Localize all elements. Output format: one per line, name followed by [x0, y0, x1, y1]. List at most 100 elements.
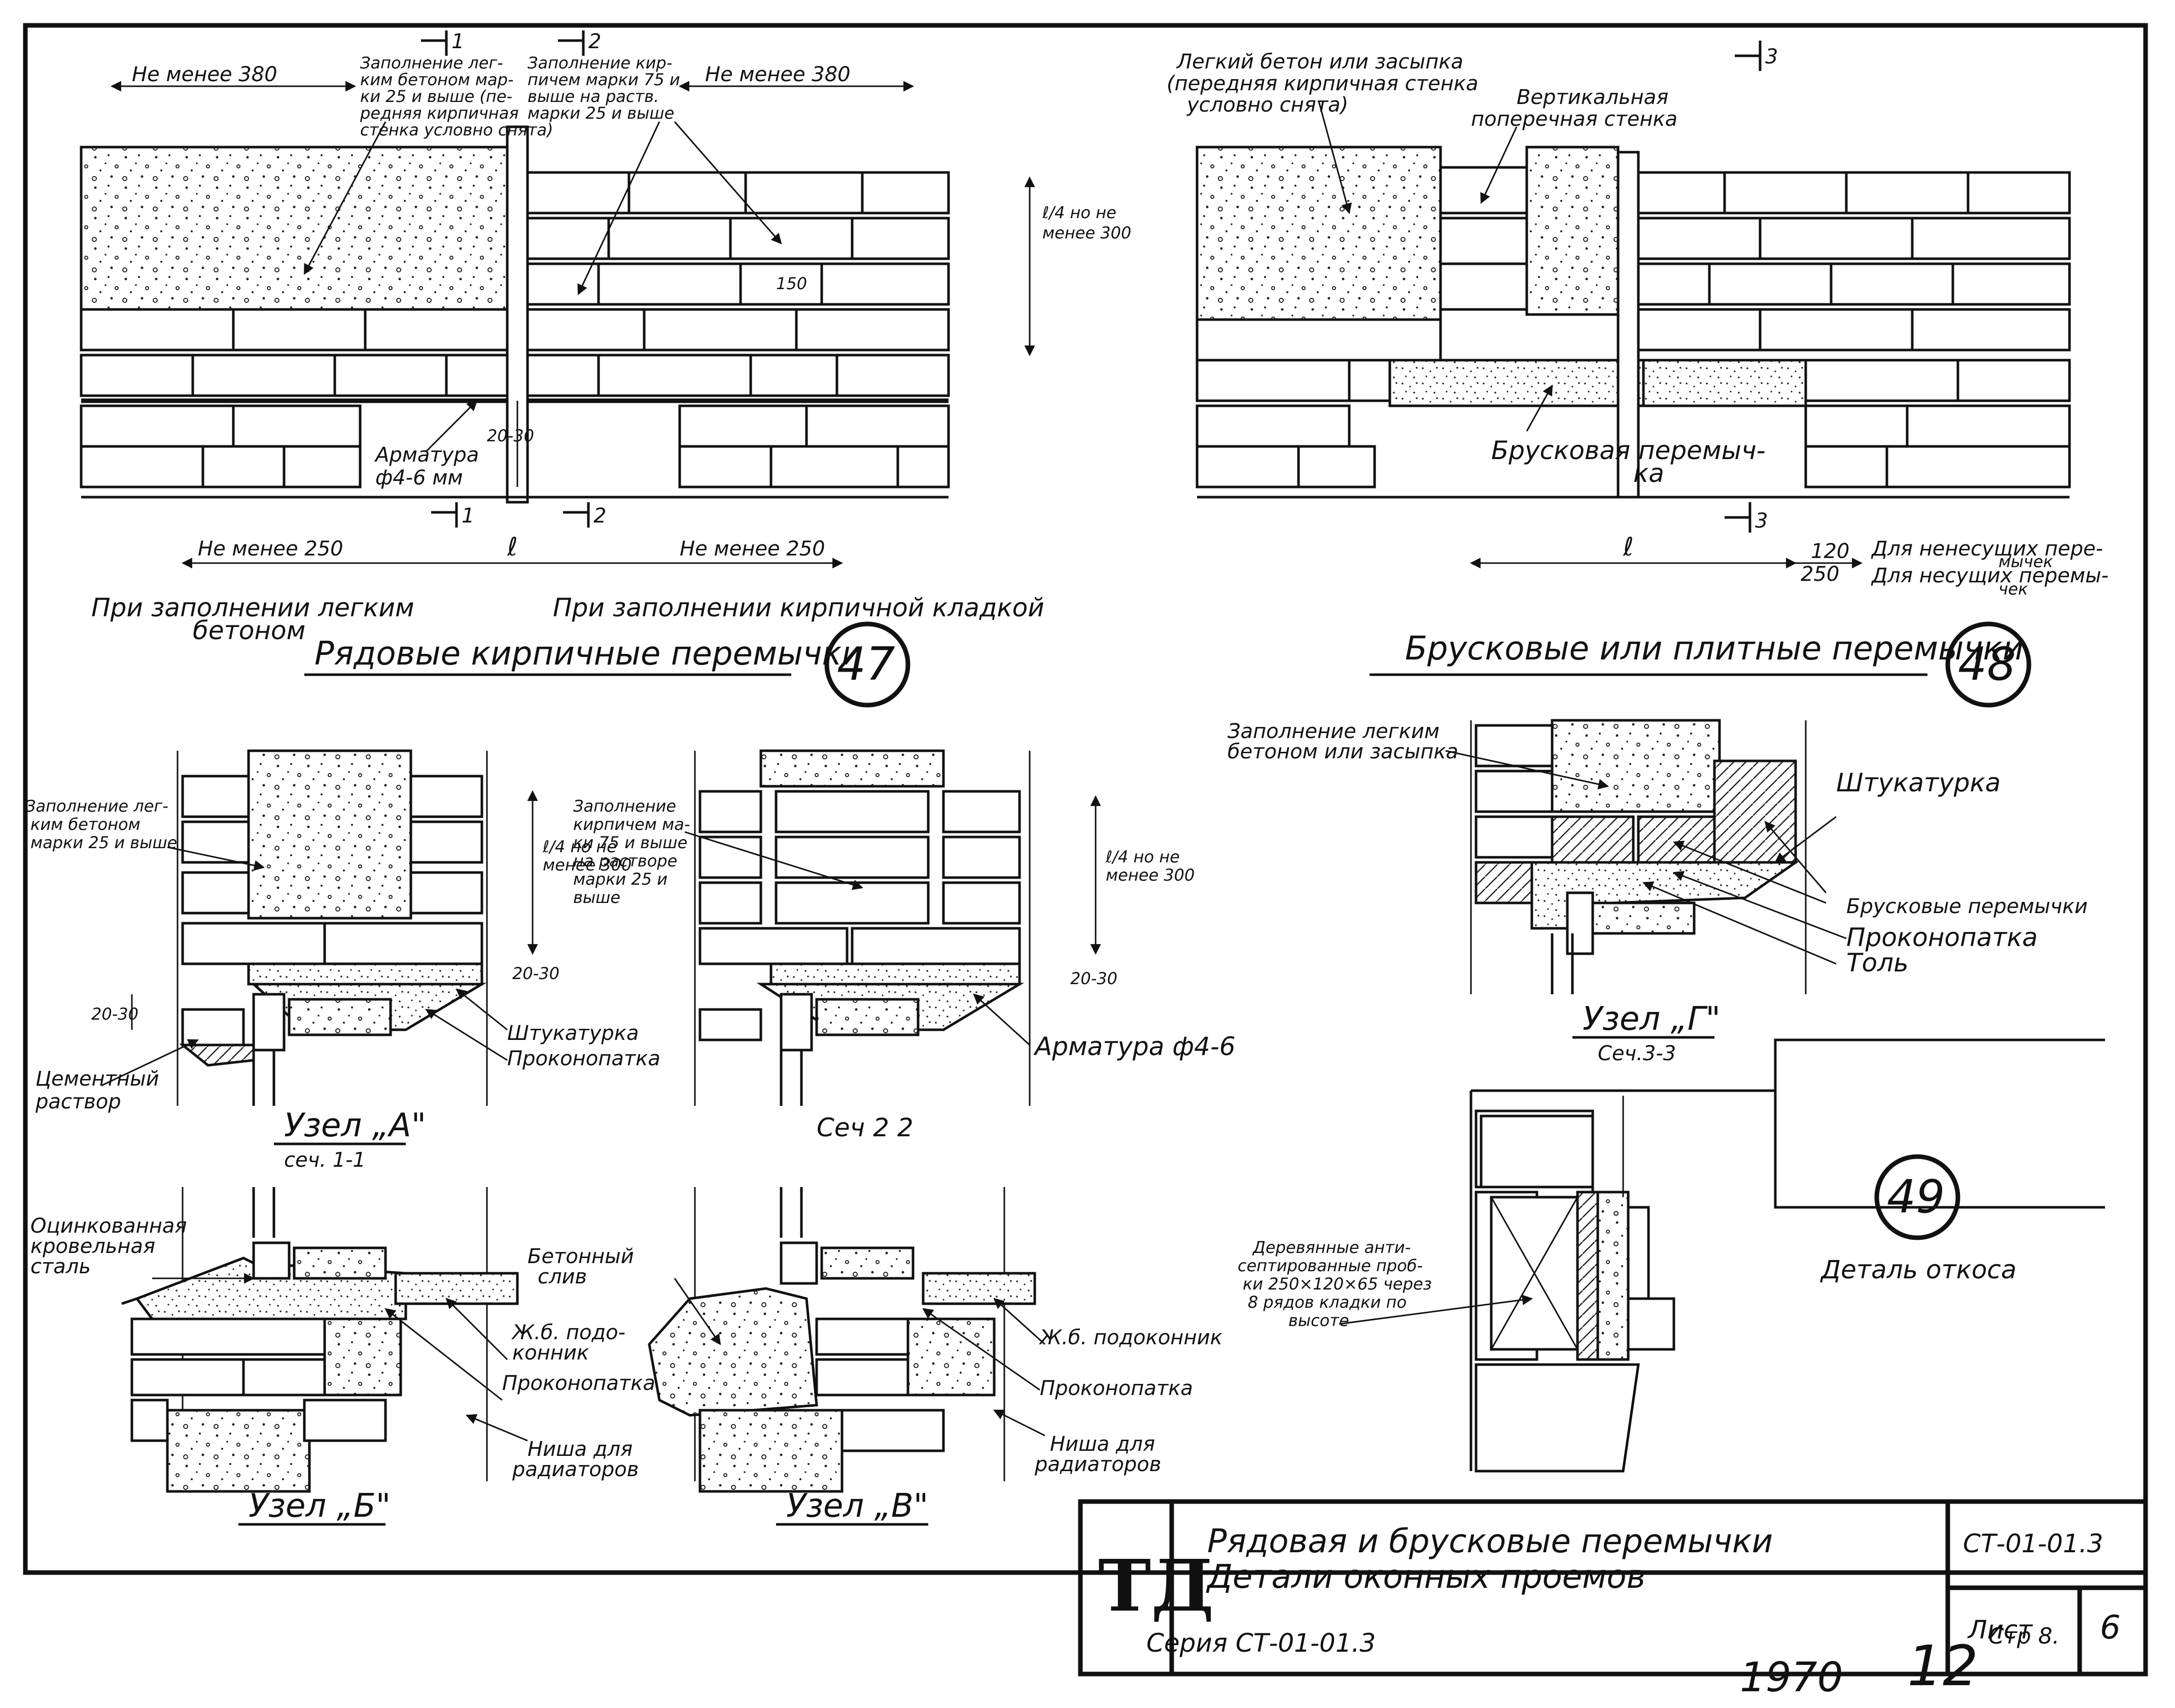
sheet-code: СТ-01-01.3 — [1963, 1529, 2103, 1558]
beam-lintel-48 — [1388, 359, 1645, 407]
node-v-sill: Ж.б. подоконник — [1038, 1326, 1222, 1349]
sec22-fill-6: выше — [573, 888, 620, 907]
title-48: Брусковые или плитные перемычки — [1405, 630, 2024, 668]
span-label-48: ℓ — [1623, 532, 1634, 562]
cut-2-top: 2 — [588, 30, 601, 53]
badge-47-number: 47 — [837, 638, 895, 691]
dim-bottom-left: Не менее 250 — [198, 537, 343, 561]
dim-height-47-b: менее 300 — [1042, 223, 1131, 242]
light-48-3: условно снята) — [1186, 93, 1348, 117]
note-250-1: Для несущих перемы- — [1871, 564, 2109, 587]
node-v-niche-1: Ниша для — [1050, 1433, 1155, 1456]
node-v-drip-2: слив — [538, 1265, 587, 1288]
badge-49 — [1874, 1154, 1960, 1240]
note-120-2: мычек — [1998, 552, 2053, 571]
node-a-plaster: Штукатурка — [507, 1022, 639, 1045]
beam-48-1: Брусковая перемыч- — [1491, 436, 1766, 465]
caption-left-47-1: При заполнении легким — [91, 593, 414, 622]
sheet-title-2: Детали оконных проемов — [1206, 1558, 1645, 1596]
title-47: Рядовые кирпичные перемычки — [314, 635, 863, 673]
node-a-drawing — [101, 749, 538, 1106]
title-block — [1078, 1499, 2148, 1677]
node-b-caulk: Проконопатка — [502, 1372, 655, 1395]
light-48-2: (передняя кирпичная стенка — [1167, 72, 1479, 95]
section-49-drawing — [1339, 1038, 2105, 1473]
node-v-niche-2: радиаторов — [1034, 1453, 1161, 1476]
node-b-drawing — [121, 1187, 528, 1493]
node-a-cement-1: Цементный — [36, 1067, 159, 1091]
sec22-title: Сеч 2 2 — [817, 1113, 914, 1142]
badge-48 — [1945, 621, 2031, 708]
node-b-steel-2: кровельная — [30, 1235, 155, 1258]
sec22-dim-1: ℓ/4 но не — [1105, 847, 1180, 866]
cut-1-top: 1 — [451, 30, 464, 53]
sec22-dim-2: менее 300 — [1106, 865, 1195, 885]
node-b-niche-2: радиаторов — [512, 1458, 639, 1481]
plug-1: Деревянные анти- — [1252, 1238, 1411, 1257]
node-g-plaster: Штукатурка — [1836, 768, 2001, 797]
light-48-1: Легкий бетон или засыпка — [1176, 50, 1463, 74]
node-v-title: Узел „В" — [786, 1487, 928, 1525]
fill-left-47-3: ки 25 и выше (пе- — [360, 87, 512, 106]
dim-bottom-right: Не менее 250 — [680, 537, 825, 561]
fill-right-47-1: Заполнение кир- — [528, 53, 672, 73]
node-v-drip-1: Бетонный — [528, 1245, 634, 1268]
sec22-rebar: Арматура ф4-6 — [1033, 1032, 1236, 1061]
dim-120: 120 — [1811, 540, 1849, 563]
node-b-steel-3: сталь — [30, 1255, 91, 1278]
brick-courses-right — [526, 171, 950, 489]
caption-left-47-2: бетоном — [193, 616, 305, 645]
fill-right-47-4: марки 25 и выше — [528, 103, 674, 123]
beam-48-2: ка — [1633, 459, 1664, 488]
span-label-47: ℓ — [507, 532, 518, 562]
light-concrete-fill-47 — [80, 146, 519, 311]
caption-right-47: При заполнении кирпичной кладкой — [553, 593, 1044, 622]
node-a-dim-30: 20-30 — [91, 1004, 138, 1024]
node-v-drawing — [648, 1187, 1046, 1493]
dim-150: 150 — [776, 274, 807, 293]
fill-left-47-5: стенка условно снята) — [360, 120, 553, 140]
node-a-fill-2: ким бетоном — [30, 815, 141, 834]
node-g-fill-2: бетоном или засыпка — [1227, 740, 1458, 763]
node-g-title: Узел „Г" — [1583, 1000, 1721, 1038]
fill-left-47-1: Заполнение лег- — [360, 53, 503, 73]
note-250-2: чек — [1998, 579, 2028, 599]
cut-1-bottom: 1 — [462, 504, 474, 528]
dim-top-right: Не менее 380 — [705, 63, 851, 86]
node-a-cement-2: раствор — [35, 1090, 121, 1113]
node-b-sill-1: Ж.б. подо- — [511, 1321, 625, 1344]
sheet-list-label: Лист — [1967, 1615, 2033, 1645]
sec22-fill-5: марки 25 и — [573, 869, 668, 889]
node-g-caulk: Проконопатка — [1846, 923, 2038, 952]
cut-2-bottom: 2 — [593, 504, 606, 528]
fill-left-47-2: ким бетоном мар- — [360, 70, 514, 89]
sheet-border — [23, 23, 2148, 1575]
node-b-niche-1: Ниша для — [528, 1438, 633, 1461]
node-b-steel-1: Оцинкованная — [30, 1214, 187, 1238]
node-g-tol: Толь — [1846, 948, 1909, 978]
badge-48-number: 48 — [1958, 638, 2016, 691]
node-g-beams: Брусковые перемычки — [1846, 895, 2088, 918]
badge-47 — [824, 621, 910, 708]
dim-height-47-a: ℓ/4 но не — [1042, 203, 1116, 222]
fill-left-47-4: редняя кирпичная — [360, 103, 519, 123]
node-a-title: Узел „А" — [284, 1107, 426, 1144]
node-a-dim-1: ℓ/4 но не — [542, 837, 617, 856]
node-a-sub: сеч. 1-1 — [284, 1148, 366, 1172]
node-b-sill-2: конник — [512, 1341, 589, 1365]
node-b-title: Узел „Б" — [249, 1487, 391, 1525]
sec22-dim-2030: 20-30 — [1070, 969, 1117, 988]
note-120-1: Для ненесущих пере- — [1871, 537, 2103, 561]
badge-49-number: 49 — [1887, 1170, 1945, 1224]
sec22-fill-3: ки 75 и выше — [573, 833, 687, 852]
sec22-fill-4: на растворе — [573, 851, 677, 870]
sec22-fill-1: Заполнение — [573, 796, 676, 816]
node-g-fill-1: Заполнение легким — [1227, 720, 1440, 743]
node-a-dim-2030: 20-30 — [512, 964, 559, 983]
sec22-fill-2: кирпичем ма- — [573, 815, 690, 834]
sheet-list-number: 6 — [2100, 1609, 2121, 1647]
sheet-title-1: Рядовая и брусковые перемычки — [1207, 1523, 1773, 1560]
vert-48-1: Вертикальная — [1517, 86, 1668, 109]
section-48-elevation — [1196, 41, 2071, 569]
dim-2030-47: 20-30 — [487, 426, 534, 445]
